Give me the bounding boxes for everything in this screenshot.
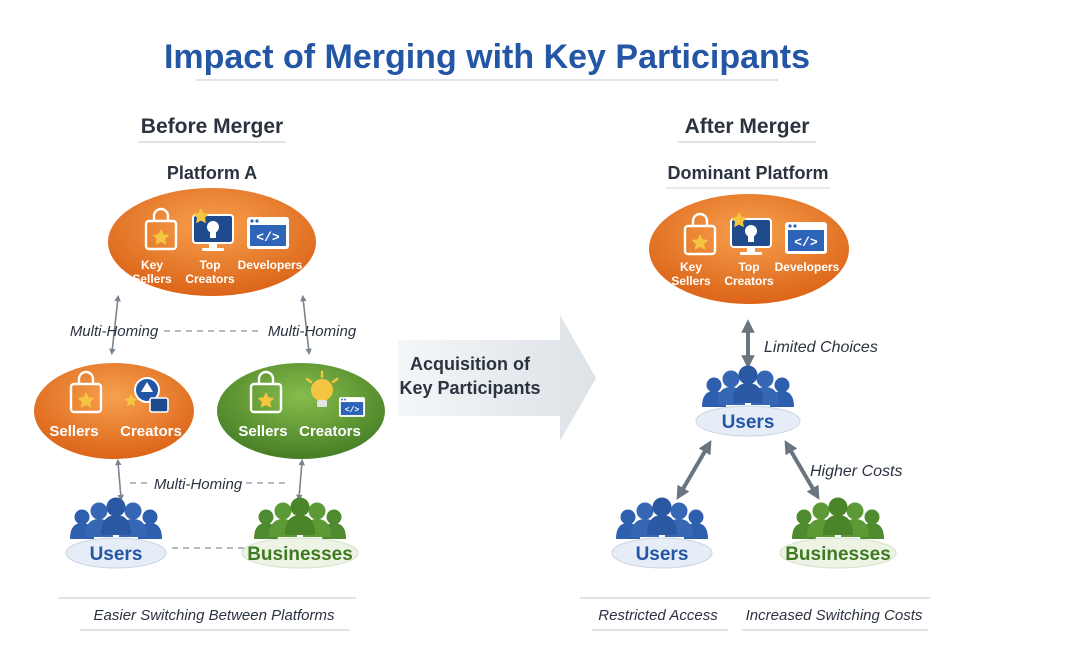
after-footer-left: Restricted Access	[598, 607, 718, 624]
after-footer-right: Increased Switching Costs	[746, 607, 923, 624]
limited-choices-label: Limited Choices	[764, 339, 878, 356]
multi-homing-left-label: Multi-Homing	[70, 323, 159, 340]
connector-right-upper	[300, 294, 312, 356]
multi-homing-right-label: Multi-Homing	[268, 323, 357, 340]
code-window-icon	[338, 397, 366, 417]
platform-a-item-top: Top	[199, 258, 220, 272]
dominant-item-sellers: Sellers	[671, 274, 711, 288]
dominant-item-developers: Developers	[775, 260, 840, 274]
businesses-crowd-icon	[254, 497, 346, 539]
platform-a: Key Sellers Top Creators Developers	[108, 188, 316, 296]
users-to-users-arrow	[676, 440, 712, 500]
after-businesses-group: Businesses	[779, 497, 897, 569]
center-users-group: Users	[695, 365, 801, 437]
platform-a-item-sellers: Sellers	[132, 272, 172, 286]
green-platform-creators: Creators	[299, 423, 361, 440]
higher-costs-label: Higher Costs	[810, 463, 902, 480]
users-crowd-icon	[702, 365, 794, 407]
green-platform: Sellers Creators	[217, 363, 385, 459]
after-merger-heading: After Merger	[685, 115, 810, 138]
after-users-label: Users	[636, 544, 689, 565]
platform-a-item-developers: Developers	[238, 258, 303, 272]
platform-a-item-creators: Creators	[185, 272, 235, 286]
acquisition-arrow: Acquisition of Key Participants	[398, 315, 596, 441]
acquisition-line1: Acquisition of	[410, 354, 531, 374]
businesses-crowd-icon	[792, 497, 884, 539]
orange-platform: Sellers Creators	[34, 363, 194, 459]
dominant-item-creators: Creators	[724, 274, 774, 288]
green-platform-sellers: Sellers	[238, 423, 287, 440]
connector-right-lower	[296, 458, 305, 502]
orange-platform-sellers: Sellers	[49, 423, 98, 440]
before-businesses-label: Businesses	[247, 544, 353, 565]
platform-a-label: Platform A	[167, 163, 257, 183]
dominant-item-key: Key	[680, 260, 702, 274]
connector-left-lower	[115, 458, 124, 502]
after-users-group: Users	[611, 497, 713, 569]
users-to-businesses-arrow	[784, 440, 820, 500]
platform-a-item-key: Key	[141, 258, 163, 272]
acquisition-line2: Key Participants	[399, 378, 540, 398]
dominant-item-top: Top	[738, 260, 759, 274]
code-window-icon	[247, 217, 289, 249]
users-crowd-icon	[616, 497, 708, 539]
center-users-label: Users	[722, 412, 775, 433]
dominant-platform: Key Sellers Top Creators Developers	[649, 194, 849, 304]
page-title: Impact of Merging with Key Participants	[164, 38, 810, 76]
users-crowd-icon	[70, 497, 162, 539]
connector-left-upper	[109, 294, 121, 356]
before-users-label: Users	[90, 544, 143, 565]
before-businesses-group: Businesses	[241, 497, 359, 569]
multi-homing-bottom-label: Multi-Homing	[154, 476, 243, 493]
code-window-icon	[785, 222, 827, 254]
before-merger-heading: Before Merger	[141, 115, 283, 138]
before-footer: Easier Switching Between Platforms	[94, 607, 335, 624]
orange-platform-creators: Creators	[120, 423, 182, 440]
dominant-platform-label: Dominant Platform	[667, 163, 828, 183]
after-businesses-label: Businesses	[785, 544, 891, 565]
before-users-group: Users	[65, 497, 167, 569]
